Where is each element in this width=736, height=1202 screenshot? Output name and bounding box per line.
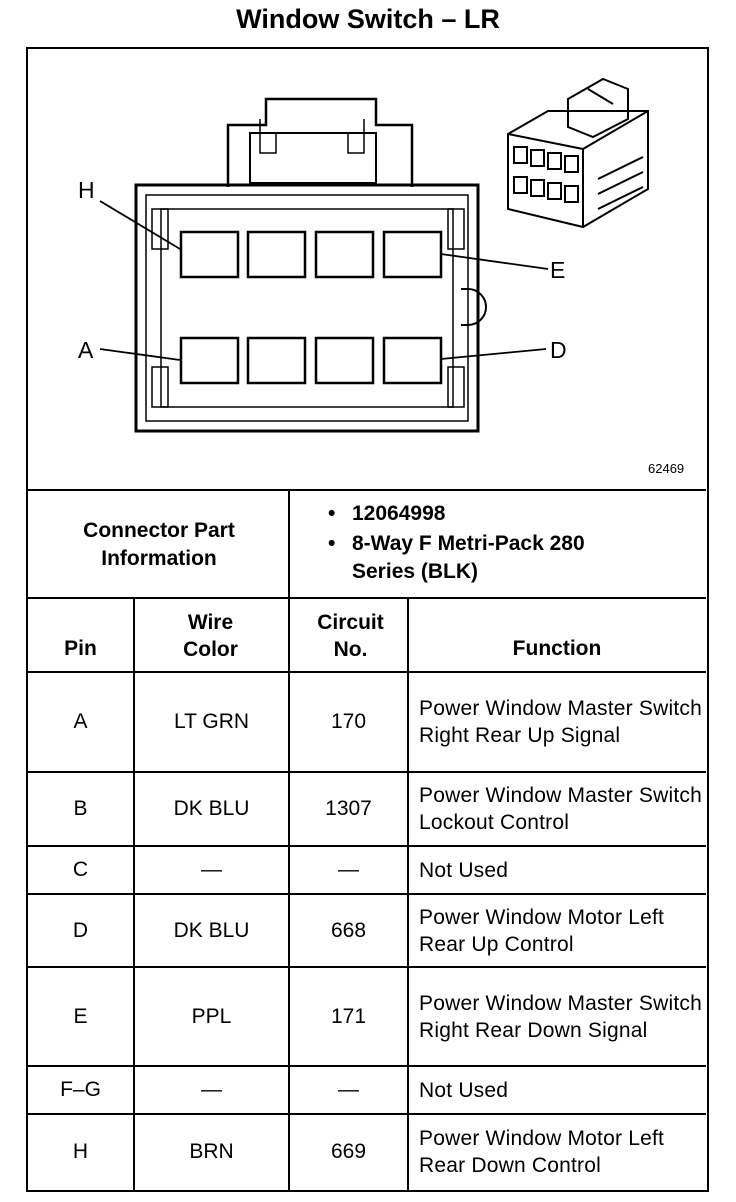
wire-color-cell: BRN xyxy=(189,1140,234,1163)
pin-cell: H xyxy=(72,1140,89,1163)
page-title: Window Switch – LR xyxy=(236,4,500,34)
function-cell: Not Used xyxy=(419,858,509,882)
function-cell: Power Window Master Switch Right Rear Up… xyxy=(419,697,702,747)
function-cell: Power Window Motor Left Rear Up Control xyxy=(419,905,665,956)
divider xyxy=(28,671,706,673)
pin-cell: B xyxy=(73,797,88,820)
circuit-cell: 1307 xyxy=(325,797,372,820)
function-cell: Not Used xyxy=(419,1078,509,1102)
divider xyxy=(28,893,706,895)
figure-number: 62469 xyxy=(648,461,685,476)
wire-color-cell: DK BLU xyxy=(173,797,250,820)
wire-color-cell: LT GRN xyxy=(173,710,250,733)
circuit-cell: 170 xyxy=(330,710,367,733)
pin-label-a: A xyxy=(78,337,94,363)
circuit-cell: 669 xyxy=(330,1140,367,1163)
wire-color-cell: PPL xyxy=(191,1004,232,1028)
pin-label-h: H xyxy=(78,177,95,203)
pin-cell: A xyxy=(73,710,88,733)
function-cell: Power Window Motor Left Rear Down Contro… xyxy=(419,1127,665,1177)
pin-label-d: D xyxy=(550,337,567,363)
divider xyxy=(28,489,706,491)
divider xyxy=(28,597,706,599)
function-cell: Power Window Master Switch Right Rear Do… xyxy=(419,991,702,1042)
pin-label-e: E xyxy=(550,257,566,283)
circuit-cell: — xyxy=(338,858,359,881)
connector-description: 8-Way F Metri-Pack 280 Series (BLK) xyxy=(352,532,585,583)
wire-color-cell: DK BLU xyxy=(173,918,250,942)
divider xyxy=(288,489,290,599)
part-number: 12064998 xyxy=(352,502,446,525)
divider xyxy=(28,845,706,847)
function-cell: Power Window Master Switch Lockout Contr… xyxy=(419,784,702,834)
pin-cell: E xyxy=(73,1004,88,1028)
wire-color-cell: — xyxy=(201,858,222,881)
header-function: Function xyxy=(512,637,602,660)
divider xyxy=(28,1065,706,1067)
divider xyxy=(28,771,706,773)
header-pin: Pin xyxy=(64,637,97,660)
header-circuit: Circuit No. xyxy=(317,611,384,661)
wire-color-cell: — xyxy=(201,1078,222,1101)
pin-cell: F–G xyxy=(60,1078,101,1101)
connector-diagram xyxy=(99,77,649,433)
pin-cell: D xyxy=(72,918,89,942)
divider xyxy=(28,966,706,968)
connector-info-list: •12064998 •8-Way F Metri-Pack 280 Series… xyxy=(328,500,602,586)
circuit-cell: 171 xyxy=(330,1004,367,1028)
connector-info-label: Connector Part Information xyxy=(83,518,235,570)
circuit-cell: 668 xyxy=(330,918,367,942)
pin-cell: C xyxy=(72,858,89,881)
circuit-cell: — xyxy=(338,1078,359,1101)
divider xyxy=(28,1113,706,1115)
header-wire-color: Wire Color xyxy=(183,611,238,661)
connector-document: H E A D 62469 Connector Part Information… xyxy=(26,47,709,1192)
